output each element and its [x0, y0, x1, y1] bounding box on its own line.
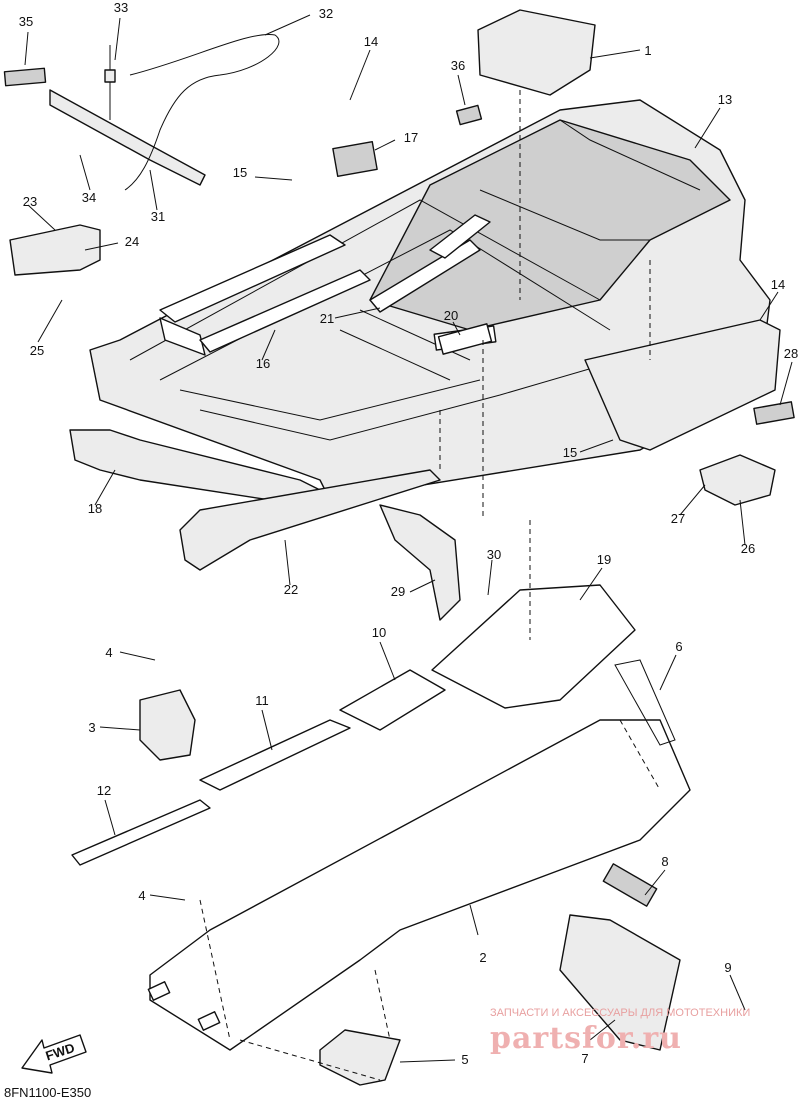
callout-35: 35	[19, 14, 33, 29]
callout-18: 18	[88, 501, 102, 516]
callout-9: 9	[724, 960, 731, 975]
callout-26: 26	[741, 541, 755, 556]
callout-21: 21	[320, 311, 334, 326]
callout-12: 12	[97, 783, 111, 798]
body-tub	[89, 99, 771, 501]
callout-25: 25	[30, 343, 44, 358]
callout-36: 36	[451, 58, 465, 73]
callout-33: 33	[114, 0, 128, 15]
callout-23: 23	[23, 194, 37, 209]
callout-19: 19	[597, 552, 611, 567]
watermark-tagline: ЗАПЧАСТИ И АКСЕССУАРЫ ДЛЯ МОТОТЕХНИКИ	[490, 1007, 750, 1019]
callout-7: 7	[581, 1051, 588, 1066]
callout-1: 1	[644, 43, 651, 58]
callout-16: 16	[256, 356, 270, 371]
callout-3: 3	[88, 720, 95, 735]
callout-22: 22	[284, 582, 298, 597]
callout-20: 20	[444, 308, 458, 323]
callout-24: 24	[125, 234, 139, 249]
frame-tubes	[159, 214, 491, 356]
callout-27: 27	[671, 511, 685, 526]
callout-11: 11	[255, 693, 269, 708]
callout-2: 2	[479, 950, 486, 965]
callout-29: 29	[391, 584, 405, 599]
small-parts	[3, 9, 795, 1086]
callout-5: 5	[461, 1052, 468, 1067]
callout-14b: 14	[771, 277, 785, 292]
floor-plate	[71, 669, 691, 1051]
callout-4a: 4	[105, 645, 112, 660]
fwd-arrow-icon: FWD	[21, 1034, 87, 1074]
callout-31: 31	[151, 209, 165, 224]
callout-14a: 14	[364, 34, 378, 49]
diagram-code: 8FN1100-E350	[4, 1085, 91, 1100]
watermark-brand: partsfor.ru	[490, 1021, 682, 1056]
callout-15b: 15	[563, 445, 577, 460]
plate-19	[431, 584, 636, 709]
callout-30: 30	[487, 547, 501, 562]
leaders	[24, 14, 793, 1081]
callout-8: 8	[661, 854, 668, 869]
callout-15a: 15	[233, 165, 247, 180]
callout-34: 34	[82, 190, 96, 205]
side-panels	[69, 319, 781, 571]
callout-4b: 4	[138, 888, 145, 903]
callout-labels: 1 2 3 4 4 5 6 7 8 9 10 11 12 13 14 14 15…	[19, 0, 798, 1067]
callout-6: 6	[675, 639, 682, 654]
callout-13: 13	[718, 92, 732, 107]
callout-32: 32	[319, 6, 333, 21]
callout-28: 28	[784, 346, 798, 361]
callout-10: 10	[372, 625, 386, 640]
callout-17: 17	[404, 130, 418, 145]
